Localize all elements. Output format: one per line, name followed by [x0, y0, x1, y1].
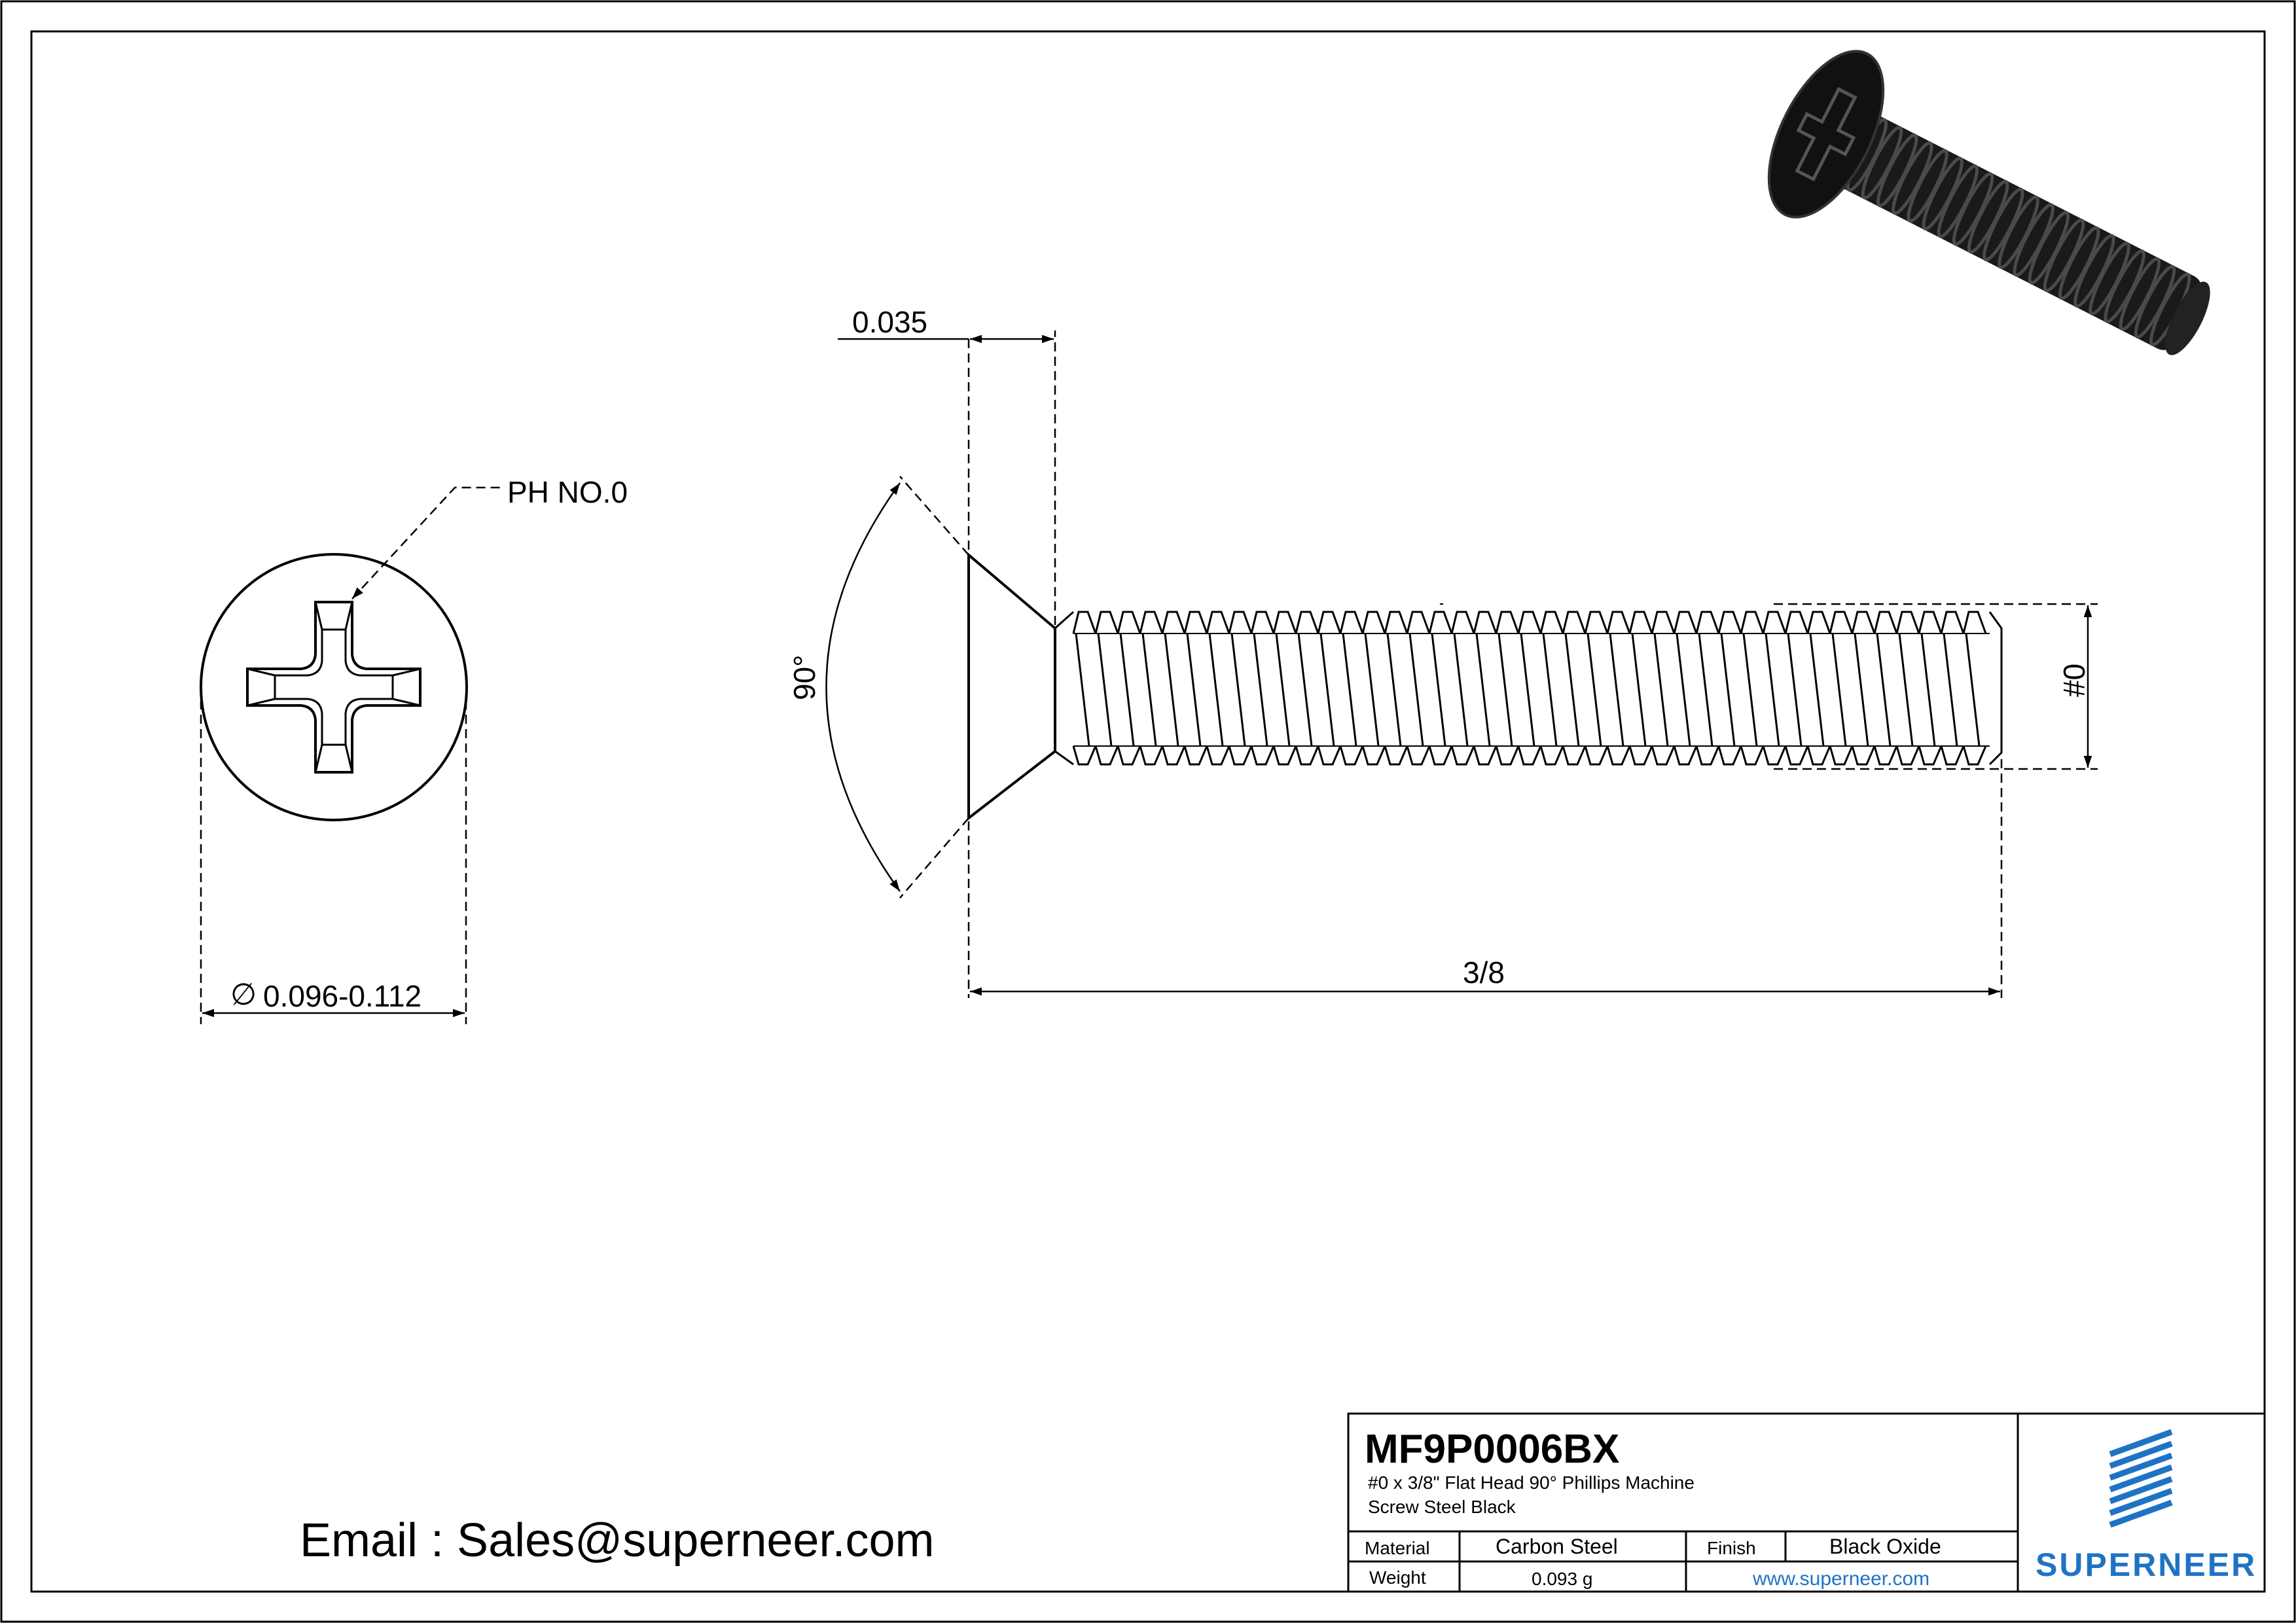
weight-label: Weight — [1369, 1567, 1426, 1588]
thread-crest — [1740, 611, 1765, 766]
contact-email[interactable]: Email : Sales@superneer.com — [300, 1514, 935, 1567]
drive-leader-line — [351, 486, 504, 599]
thread-crest — [1139, 611, 1164, 766]
thread-crest — [1495, 611, 1520, 766]
thread-crest — [1873, 611, 1898, 766]
thread-crest — [1428, 611, 1453, 766]
thread-crest — [1473, 611, 1498, 766]
thread-major-bottom — [1054, 750, 1074, 766]
thread-crest — [1361, 611, 1386, 766]
thread-crest — [1851, 611, 1876, 766]
thread-crest — [1651, 611, 1676, 766]
side-view: 0.035 90° 3/8 #0 — [787, 305, 2098, 998]
brand-name: SUPERNEER — [2036, 1546, 2257, 1583]
angle-ext-bottom — [899, 817, 969, 899]
angle-ext-top — [899, 476, 969, 556]
thread-size-value: #0 — [2057, 664, 2091, 697]
thread-crest — [1829, 611, 1854, 766]
thread-crest — [1940, 611, 1965, 766]
thread-crest — [1584, 611, 1609, 766]
thread-crest — [1250, 611, 1275, 766]
angle-arc — [825, 482, 901, 892]
thread-crest — [1695, 611, 1720, 766]
head-view: PH NO.0 ∅ 0.096-0.112 — [200, 475, 628, 1024]
screw-3d-render — [1767, 50, 2210, 355]
head-outline — [200, 553, 468, 821]
title-block: MF9P0006BX #0 x 3/8" Flat Head 90° Phill… — [1347, 1412, 2266, 1593]
thread-crest — [1450, 611, 1475, 766]
render-phillips-icon — [1795, 86, 1857, 182]
thread-crest — [1539, 611, 1564, 766]
phillips-recess-icon — [246, 601, 422, 774]
recess-facet-lines — [247, 601, 421, 773]
thread-crest — [1228, 611, 1253, 766]
thread-crest — [1517, 611, 1542, 766]
countersink-angle-value: 90° — [787, 654, 821, 700]
thread-crest — [1562, 611, 1587, 766]
thread-crest — [1117, 611, 1141, 766]
thread-crest — [1806, 611, 1831, 766]
material-value: Carbon Steel — [1496, 1535, 1618, 1558]
thread-crest — [1784, 611, 1809, 766]
head-diameter-value: 0.096-0.112 — [263, 979, 422, 1013]
thread-crest — [1962, 611, 1987, 766]
website-link[interactable]: www.superneer.com — [1752, 1568, 1929, 1590]
material-label: Material — [1365, 1538, 1430, 1558]
thread-crest — [1384, 611, 1408, 766]
weight-value: 0.093 g — [1532, 1569, 1592, 1589]
title-block-frame — [1347, 1412, 2266, 1593]
thread-crest — [1161, 611, 1186, 766]
screw-tip — [1988, 611, 2003, 766]
finish-value: Black Oxide — [1829, 1535, 1941, 1558]
length-value: 3/8 — [1463, 955, 1505, 990]
render-tip — [2165, 281, 2210, 355]
thread-crest — [1717, 611, 1742, 766]
thread-crest — [1339, 611, 1364, 766]
thread-crest — [1183, 611, 1208, 766]
thread-crest — [1206, 611, 1230, 766]
drive-label: PH NO.0 — [507, 475, 628, 509]
thread-crest — [1918, 611, 1943, 766]
thread-crest — [1317, 611, 1342, 766]
thread-crest — [1628, 611, 1653, 766]
screw-head-profile — [967, 552, 1056, 821]
phillips-recess-inner — [274, 628, 394, 746]
thread-crest — [1295, 611, 1319, 766]
thread-crest — [1406, 611, 1431, 766]
thread-crest — [1673, 611, 1698, 766]
finish-label: Finish — [1707, 1538, 1756, 1558]
thread-crest — [1895, 611, 1920, 766]
diameter-symbol: ∅ — [230, 977, 257, 1011]
thread-crest — [1094, 611, 1119, 766]
thread-crest — [1072, 611, 1097, 766]
head-height-value: 0.035 — [852, 305, 927, 339]
thread-pattern — [1072, 611, 1987, 766]
thread-crest — [1272, 611, 1297, 766]
thread-major-top — [1054, 611, 1074, 630]
description-line2: Screw Steel Black — [1368, 1497, 1516, 1517]
render-threads — [1846, 118, 2191, 347]
thread-crest — [1762, 611, 1787, 766]
description-line1: #0 x 3/8" Flat Head 90° Phillips Machine — [1368, 1472, 1695, 1493]
part-number: MF9P0006BX — [1365, 1427, 1619, 1472]
sheet-inner-border — [30, 30, 2266, 1593]
render-head — [1767, 50, 1885, 219]
thread-crest — [1606, 611, 1631, 766]
superneer-logo-icon — [2109, 1429, 2173, 1528]
